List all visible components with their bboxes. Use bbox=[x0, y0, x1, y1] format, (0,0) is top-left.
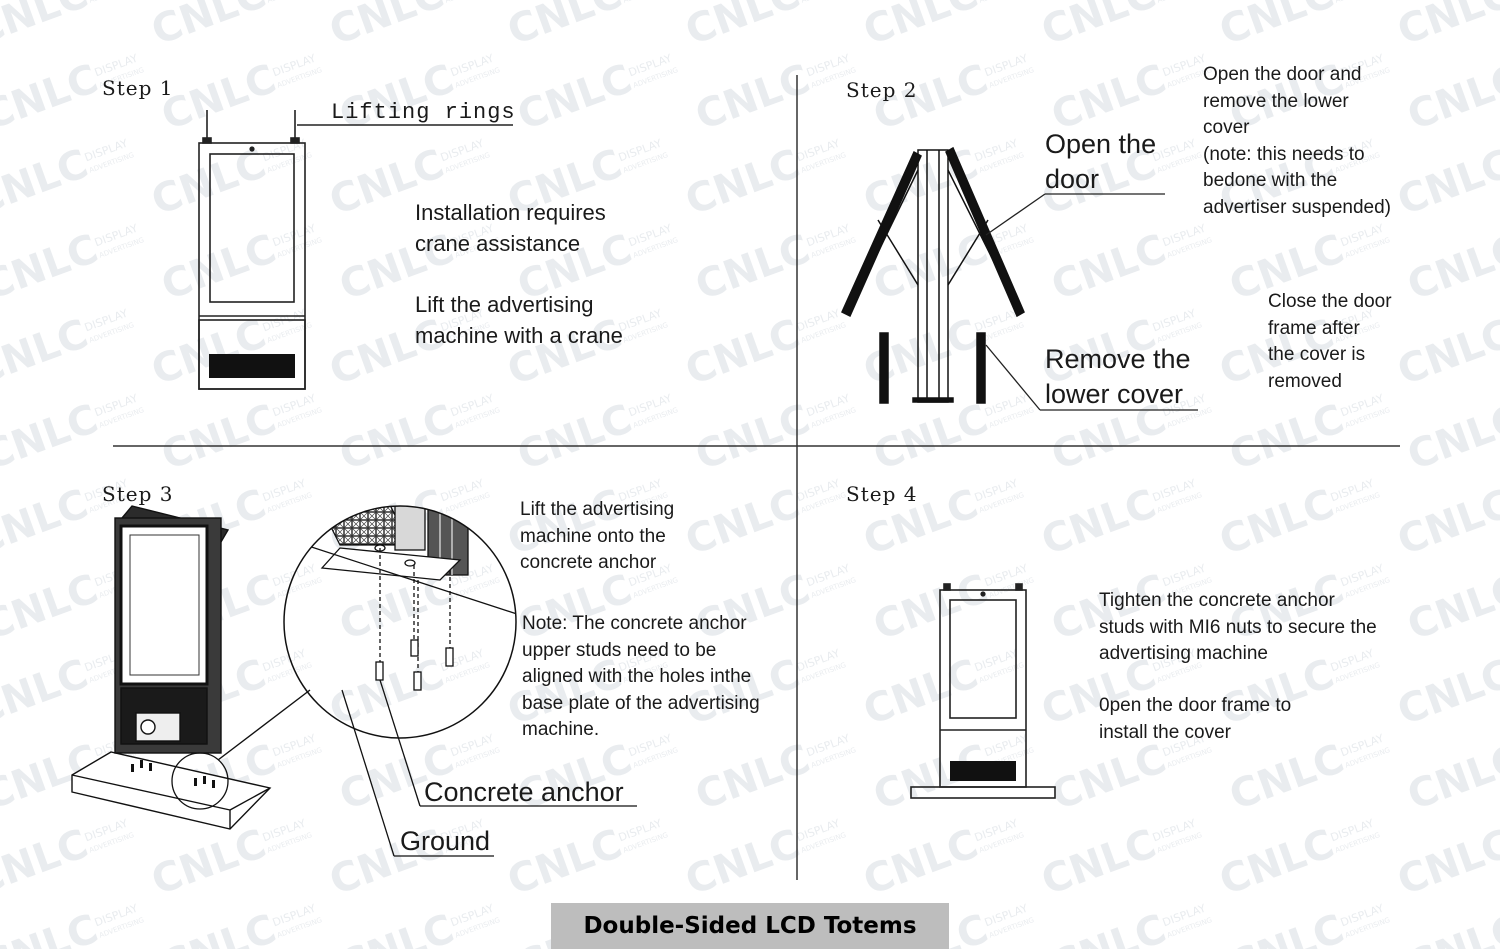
step2-leaders bbox=[985, 193, 1198, 411]
footer-title: Double-Sided LCD Totems bbox=[551, 903, 949, 949]
open-door-label: Open the door bbox=[1045, 129, 1157, 194]
step2-open-note: Open the door and remove the lower cover… bbox=[1203, 64, 1391, 218]
step2-close-note: Close the door frame after the cover is … bbox=[1268, 291, 1392, 392]
step2-open-doors-drawing bbox=[841, 146, 1025, 404]
step4-cover-note: 0pen the door frame to install the cover bbox=[1099, 695, 1292, 743]
step3-totem-drawing bbox=[71, 505, 311, 830]
step4-totem-drawing bbox=[910, 583, 1056, 799]
concrete-anchor-label: Concrete anchor bbox=[424, 777, 624, 807]
step3-align-note: Note: The concrete anchor upper studs ne… bbox=[522, 613, 760, 740]
step1-lift-note: Lift the advertising machine with a cran… bbox=[415, 292, 623, 348]
ground-label: Ground bbox=[400, 826, 491, 856]
quadrant-dividers bbox=[113, 75, 1400, 880]
step4-label: Step 4 bbox=[846, 482, 918, 506]
step1-crane-note: Installation requires crane assistance bbox=[415, 200, 606, 256]
step3-lift-note: Lift the advertising machine onto the co… bbox=[520, 499, 675, 573]
step1-totem-drawing bbox=[198, 110, 306, 390]
remove-cover-label: Remove the lower cover bbox=[1045, 344, 1191, 409]
step4-tighten-note: Tighten the concrete anchor studs with M… bbox=[1099, 590, 1377, 664]
step1-label: Step 1 bbox=[102, 76, 174, 100]
step3-label: Step 3 bbox=[102, 482, 174, 506]
step2-label: Step 2 bbox=[846, 78, 918, 102]
lifting-rings-label: Lifting rings bbox=[331, 100, 516, 125]
